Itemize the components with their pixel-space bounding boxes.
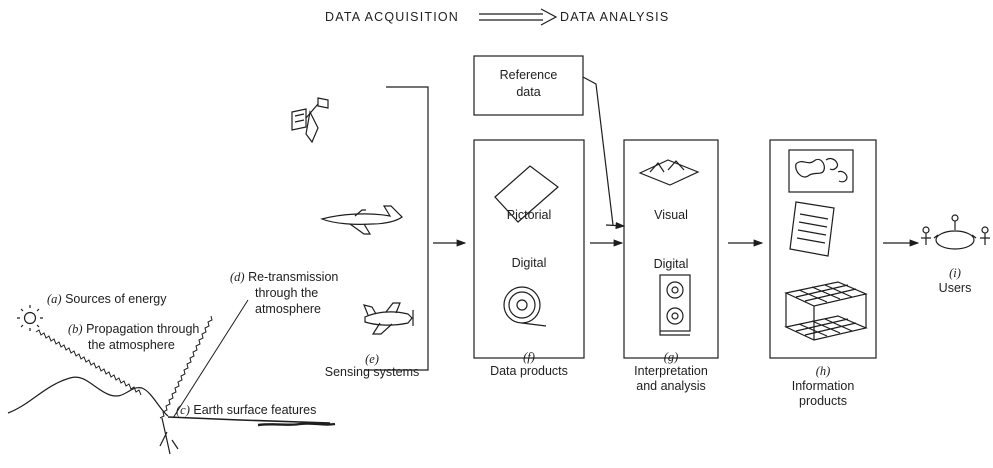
digital-computer-icon bbox=[659, 274, 691, 336]
satellite-icon bbox=[291, 97, 329, 144]
reference-data-box bbox=[473, 55, 584, 116]
information-products-box bbox=[769, 139, 877, 359]
interpretation-box bbox=[623, 139, 719, 359]
gis-layers-icon bbox=[784, 281, 868, 341]
data-products-label: Data products bbox=[490, 364, 568, 378]
reference-label-line1: Reference bbox=[499, 68, 558, 82]
interpretation-digital-label: Digital bbox=[653, 257, 689, 271]
sun-icon bbox=[17, 305, 43, 331]
data-acquisition-header: DATA ACQUISITION bbox=[325, 10, 460, 24]
label-d-line1: (d) Re-transmission bbox=[230, 270, 339, 284]
map-icon bbox=[788, 149, 854, 193]
label-h-letter: (h) bbox=[815, 364, 831, 378]
reference-line bbox=[582, 76, 614, 226]
label-e-letter: (e) bbox=[365, 352, 379, 366]
interpretation-label-line1: Interpretation bbox=[634, 364, 708, 378]
users-icon bbox=[921, 214, 990, 250]
propeller-airplane-icon bbox=[363, 302, 414, 335]
data-analysis-header: DATA ANALYSIS bbox=[560, 10, 670, 24]
data-products-box bbox=[473, 139, 585, 359]
label-d-line3: atmosphere bbox=[255, 302, 322, 316]
users-label: Users bbox=[938, 281, 972, 295]
jet-aircraft-icon bbox=[320, 205, 403, 235]
sensing-bracket bbox=[364, 86, 429, 371]
report-sheet-icon bbox=[789, 201, 835, 257]
label-b-line1: (b) Propagation through bbox=[68, 322, 200, 336]
sensing-systems-label: Sensing systems bbox=[324, 365, 420, 379]
label-i-letter: (i) bbox=[949, 266, 961, 280]
digital-label: Digital bbox=[511, 256, 547, 270]
retransmission-ray bbox=[159, 315, 213, 419]
label-b-line2: the atmosphere bbox=[88, 338, 175, 352]
information-label-line2: products bbox=[799, 394, 847, 408]
pictorial-label: Pictorial bbox=[506, 208, 552, 222]
label-d-line2: through the bbox=[255, 286, 319, 300]
label-f-letter: (f) bbox=[523, 350, 535, 364]
image-sheet-icon bbox=[494, 165, 559, 223]
incoming-radiation-ray bbox=[35, 329, 142, 396]
earth-terrain bbox=[7, 376, 336, 455]
visual-interpretation-icon bbox=[638, 159, 700, 186]
information-label-line1: Information bbox=[791, 379, 855, 393]
label-a: (a) Sources of energy bbox=[47, 292, 167, 306]
interpretation-label-line2: and analysis bbox=[636, 379, 706, 393]
label-g-letter: (g) bbox=[663, 350, 679, 364]
visual-label: Visual bbox=[654, 208, 688, 222]
reference-label-line2: data bbox=[516, 85, 541, 99]
label-c: (c) Earth surface features bbox=[176, 403, 317, 417]
acquisition-to-analysis-arrow bbox=[479, 8, 558, 26]
tape-reel-icon bbox=[503, 286, 547, 327]
